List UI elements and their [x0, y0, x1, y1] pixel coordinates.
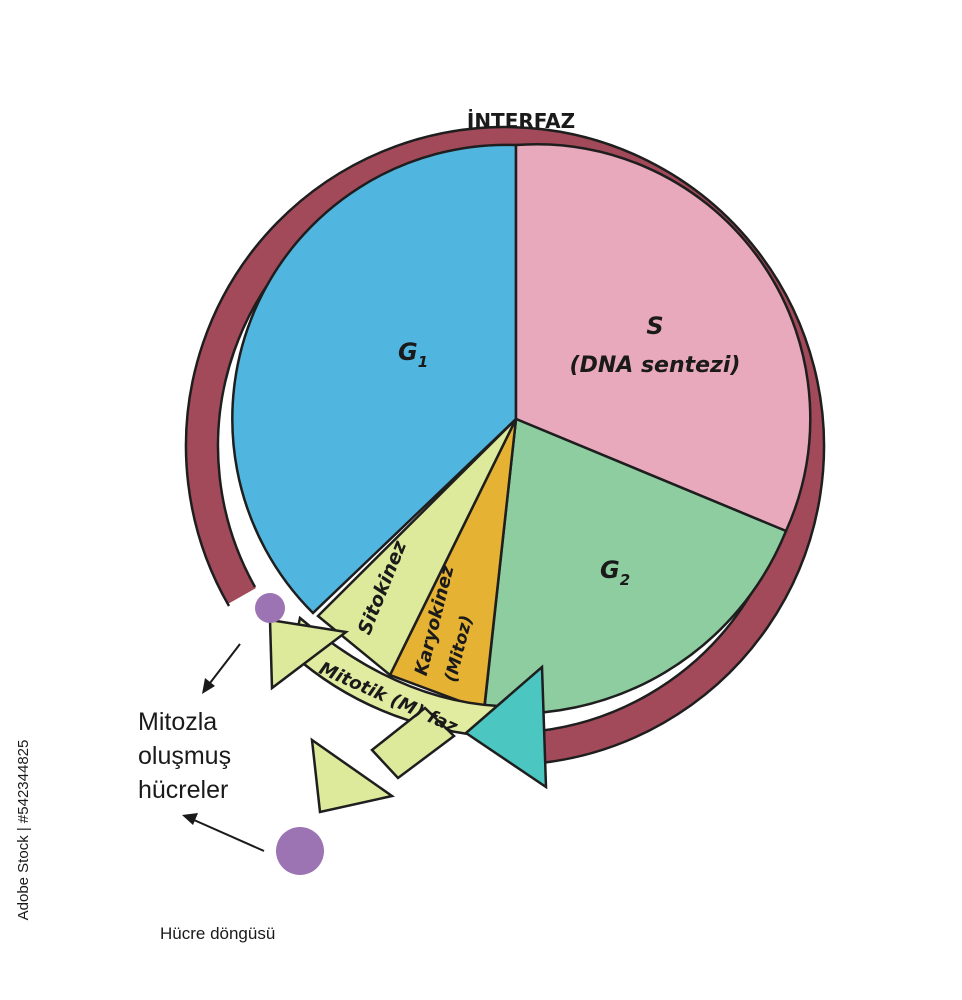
arrow-shaft-lower	[370, 706, 456, 780]
g2-label: G2	[600, 556, 630, 589]
g1-label-main: G	[398, 338, 418, 366]
s-label: S	[646, 312, 663, 340]
cells-caption-line-2: oluşmuş	[138, 742, 231, 770]
g1-label-sub: 1	[418, 353, 428, 371]
diagram-title: Hücre döngüsü	[160, 924, 275, 943]
g1-phase-wedge	[231, 143, 518, 615]
g2-label-main: G	[600, 556, 620, 584]
pointer-arrow-upper	[202, 643, 241, 694]
pointer-arrow-lower	[182, 813, 265, 852]
s-phase-wedge	[514, 143, 812, 533]
arrowhead-lower	[310, 737, 396, 814]
daughter-cell-large	[276, 827, 324, 875]
arrowhead-teal	[463, 664, 548, 790]
cytokinesis-wedge	[316, 418, 518, 677]
side-credit: Adobe Stock | #542344825	[15, 740, 32, 921]
g2-label-sub: 2	[620, 571, 630, 589]
arrowhead-left	[268, 618, 350, 691]
daughter-cell-small	[255, 593, 285, 623]
cells-caption-line-3: hücreler	[138, 776, 228, 804]
cells-caption-line-1: Mitozla	[138, 708, 217, 736]
s-detail-label: (DNA sentezi)	[570, 353, 741, 378]
interphase-label: İNTERFAZ	[467, 109, 575, 133]
g1-label: G1	[398, 338, 428, 371]
interphase-ring-outline-outer	[184, 125, 826, 765]
